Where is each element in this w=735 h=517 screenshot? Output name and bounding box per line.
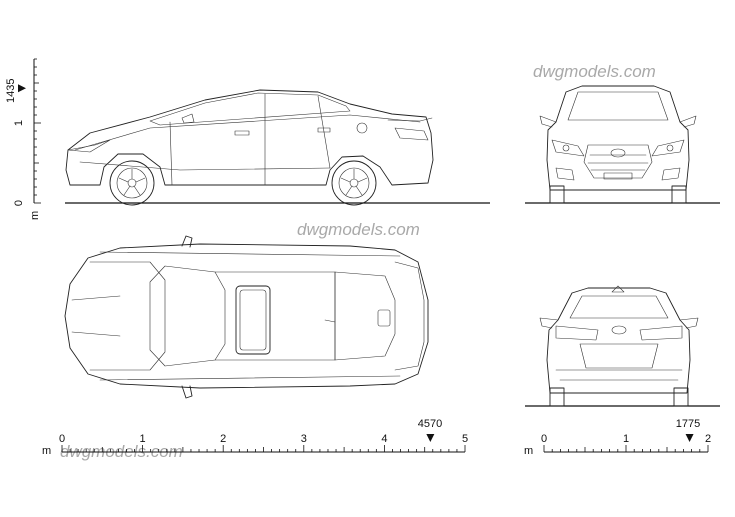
length-scale-unit: m xyxy=(42,445,51,457)
car-side-view xyxy=(65,89,490,206)
length-scale-tick-label: 5 xyxy=(462,433,468,445)
car-top-view xyxy=(64,235,429,399)
length-scale-tick-label: 1 xyxy=(140,433,146,445)
length-scale-tick-label: 0 xyxy=(59,433,65,445)
length-scale xyxy=(61,434,466,453)
length-scale-tick-label: 2 xyxy=(220,433,226,445)
sunroof xyxy=(235,285,271,355)
length-scale-tick-label: 3 xyxy=(301,433,307,445)
width-scale-marker-arrow xyxy=(685,434,694,442)
vertical-scale-marker-arrow xyxy=(18,84,26,93)
watermark-top-right: dwgmodels.com xyxy=(533,62,656,81)
vertical-scale-unit: m xyxy=(29,211,41,220)
length-scale-tick-label: 4 xyxy=(381,433,387,445)
width-scale xyxy=(543,434,709,453)
width-scale-tick-label: 2 xyxy=(705,433,711,445)
vertical-scale-tick-label: 1 xyxy=(13,120,25,126)
vertical-scale-tick-label: 0 xyxy=(13,200,25,206)
width-scale-tick-label: 0 xyxy=(541,433,547,445)
length-scale-marker-label: 4570 xyxy=(418,418,442,430)
car-rear-view xyxy=(525,285,720,407)
vertical-height-scale xyxy=(18,58,41,204)
width-scale-tick-label: 1 xyxy=(623,433,629,445)
car-front-view xyxy=(525,85,720,204)
watermark-center: dwgmodels.com xyxy=(297,220,420,239)
width-scale-marker-label: 1775 xyxy=(676,418,700,430)
length-scale-marker-arrow xyxy=(426,434,435,442)
side-rear-wheel xyxy=(331,160,377,206)
width-scale-unit: m xyxy=(524,445,533,457)
side-front-wheel xyxy=(109,160,155,206)
vertical-scale-marker-label: 1435 xyxy=(5,79,17,103)
